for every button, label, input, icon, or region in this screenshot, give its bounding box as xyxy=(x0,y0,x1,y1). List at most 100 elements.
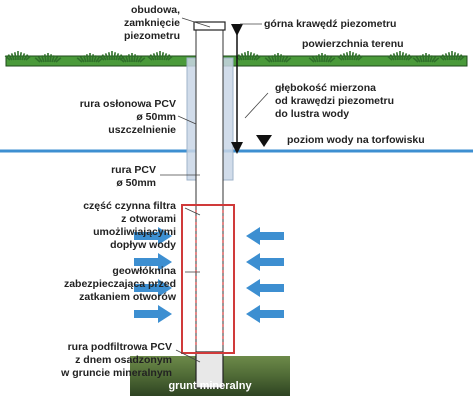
label-gorna-krawedz: górna krawędź piezometru xyxy=(264,18,396,30)
grass-blade xyxy=(396,52,399,61)
grass-blade xyxy=(146,55,153,61)
piezometer-cap xyxy=(193,21,226,31)
grass-blade xyxy=(448,52,451,61)
label-glebokosc: głębokość mierzona od krawędzi piezometr… xyxy=(275,82,394,120)
grass-blade xyxy=(308,57,315,63)
grass-blade xyxy=(405,54,411,61)
grass-blade xyxy=(76,57,83,63)
grass-blade xyxy=(115,53,120,61)
grass-blade xyxy=(101,54,107,61)
grass-blade xyxy=(21,53,26,61)
svg-text:ø 50mm: ø 50mm xyxy=(116,177,156,189)
water-level-marker xyxy=(256,135,272,147)
grass-blade xyxy=(167,55,174,61)
grass-blade xyxy=(91,54,94,63)
svg-text:ø 50mm: ø 50mm xyxy=(136,111,176,123)
grass-blade xyxy=(441,54,447,61)
label-poziom-wody: poziom wody na torfowisku xyxy=(287,134,425,146)
grass-blade xyxy=(118,57,125,63)
grass-blade xyxy=(264,57,271,63)
arrow-right-icon xyxy=(134,227,172,245)
grass-blade xyxy=(431,56,437,63)
grass-blade xyxy=(37,56,43,63)
grass-blade xyxy=(389,54,395,61)
grass-blade xyxy=(392,53,397,61)
grass-blade xyxy=(249,52,252,61)
label-rura-oslonowa: rura osłonowa PCV ø 50mm uszczelnienie xyxy=(80,98,176,136)
grass-blade xyxy=(40,55,45,63)
grass-blade xyxy=(4,55,11,61)
grass-blade xyxy=(311,56,317,63)
svg-text:w gruncie mineralnym: w gruncie mineralnym xyxy=(60,367,172,379)
grass-blade xyxy=(49,54,52,63)
label-obudowa: obudowa, zamknięcie piezometru xyxy=(124,4,180,42)
grass-blade xyxy=(44,54,47,63)
grass-blade xyxy=(355,54,361,61)
arrow-right-icon xyxy=(134,305,172,323)
svg-text:umożliwiającymi: umożliwiającymi xyxy=(93,226,176,238)
svg-text:rura podfiltrowa PCV: rura podfiltrowa PCV xyxy=(68,341,172,353)
grass-blade xyxy=(283,56,289,63)
grass-blade xyxy=(386,55,393,61)
grass-blade xyxy=(453,52,456,61)
grass-blade xyxy=(108,52,111,61)
grass-blade xyxy=(14,52,17,61)
grass-blade xyxy=(325,55,330,63)
grass-blade xyxy=(318,54,321,63)
grass-blade xyxy=(455,53,460,61)
grass-blade xyxy=(165,54,171,61)
grass-blade xyxy=(336,55,343,61)
svg-text:rura PCV: rura PCV xyxy=(111,164,156,176)
grass-blade xyxy=(253,54,259,61)
arrow-left-icon xyxy=(246,253,284,271)
grass-blade xyxy=(314,55,319,63)
grass-blade xyxy=(407,55,414,61)
grass-blade xyxy=(104,53,109,61)
grass-blade xyxy=(255,55,262,61)
grass-blade xyxy=(270,55,275,63)
grass-blade xyxy=(95,56,101,63)
svg-text:z dnem osadzonym: z dnem osadzonym xyxy=(75,354,172,366)
svg-text:głębokość mierzona: głębokość mierzona xyxy=(275,82,376,94)
grass-blade xyxy=(51,55,56,63)
svg-text:zamknięcie: zamknięcie xyxy=(124,17,180,29)
grass-blade xyxy=(161,52,164,61)
svg-text:od krawędzi piezometru: od krawędzi piezometru xyxy=(275,95,394,107)
grass-blade xyxy=(329,57,336,63)
grass-blade xyxy=(438,55,445,61)
svg-text:zatkaniem otworów: zatkaniem otworów xyxy=(79,291,177,303)
grass-blade xyxy=(19,52,22,61)
grass-blade xyxy=(279,54,282,63)
filter-perforations xyxy=(195,210,224,348)
grass-blade xyxy=(86,54,89,63)
grass-blade xyxy=(429,55,434,63)
grass-blade xyxy=(401,52,404,61)
svg-text:zabezpieczająca przed: zabezpieczająca przed xyxy=(64,278,176,290)
grass-blade xyxy=(285,57,292,63)
grass-blade xyxy=(133,54,136,63)
svg-text:z otworami: z otworami xyxy=(121,213,176,225)
arrow-right-icon xyxy=(134,279,172,297)
grass-blade xyxy=(427,54,430,63)
grass-blade xyxy=(422,54,425,63)
grass-blade xyxy=(342,53,347,61)
label-rura-pcv: rura PCV ø 50mm xyxy=(111,164,156,189)
grass-blade xyxy=(55,57,62,63)
grass-blade xyxy=(418,55,423,63)
grass-blade xyxy=(444,53,449,61)
svg-text:część czynna filtra: część czynna filtra xyxy=(83,200,176,212)
grass-blade xyxy=(139,57,146,63)
grass-blade xyxy=(274,54,277,63)
grass-blade xyxy=(244,52,247,61)
terrain-surface xyxy=(4,51,468,67)
grass-blade xyxy=(163,53,168,61)
grass-blade xyxy=(339,54,345,61)
svg-text:geowłóknina: geowłóknina xyxy=(112,265,176,277)
grass-blade xyxy=(267,56,273,63)
grass-blade xyxy=(457,54,463,61)
svg-text:rura osłonowa PCV: rura osłonowa PCV xyxy=(80,98,176,110)
grass-blade xyxy=(403,53,408,61)
grass-blade xyxy=(98,55,105,61)
